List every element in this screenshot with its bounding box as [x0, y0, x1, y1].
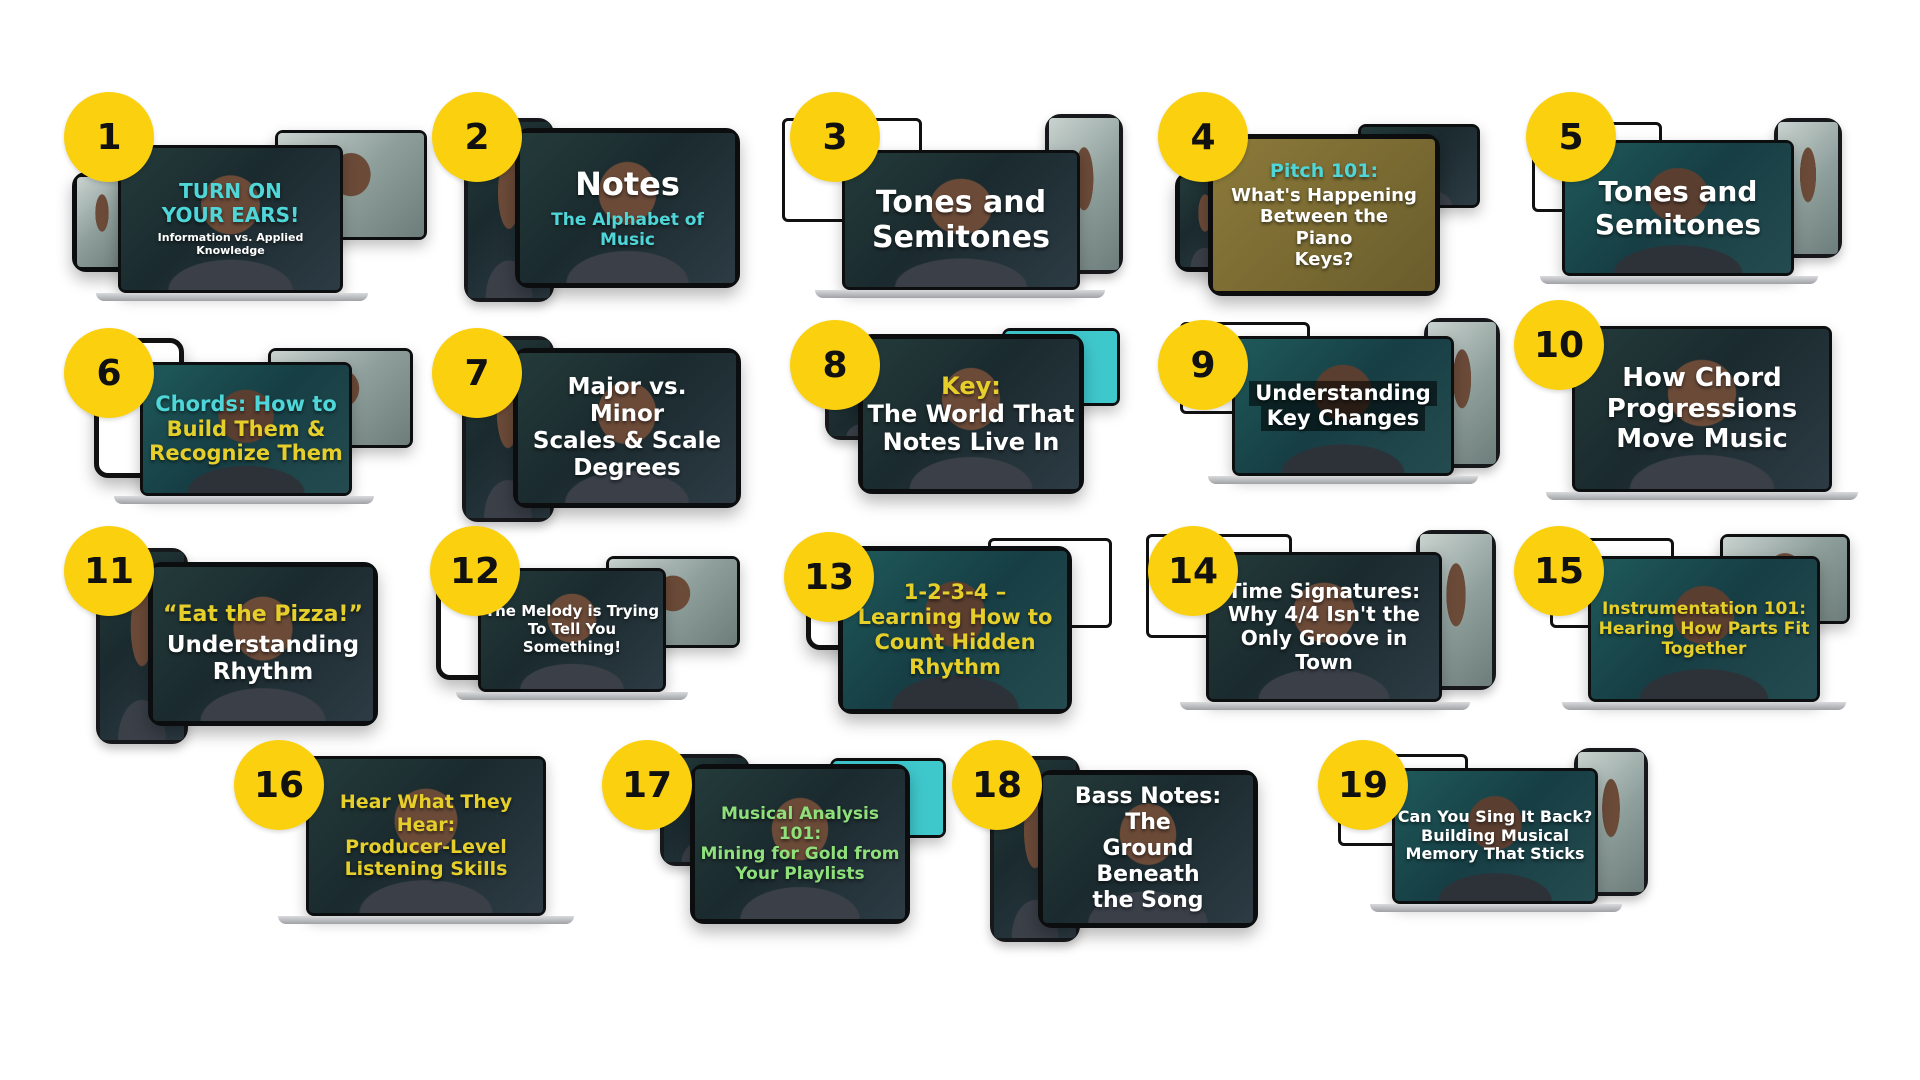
lesson-number-badge: 1: [64, 92, 154, 182]
laptop-screen: Chords: How to Build Them & Recognize Th…: [140, 362, 352, 496]
laptop-screen: Instrumentation 101: Hearing How Parts F…: [1588, 556, 1820, 702]
lesson-number-badge: 8: [790, 320, 880, 410]
lesson-number-badge: 6: [64, 328, 154, 418]
laptop-base: [1208, 476, 1478, 484]
lesson-title: Chords: How to Build Them & Recognize Th…: [149, 391, 343, 466]
lesson-title: Pitch 101: What's Happening Between the …: [1231, 159, 1417, 270]
laptop-base: [815, 290, 1105, 298]
lesson-number-badge: 12: [430, 526, 520, 616]
lesson-number-badge: 18: [952, 740, 1042, 830]
laptop-screen: Time Signatures: Why 4/4 Isn't the Only …: [1206, 552, 1442, 702]
lesson-title: Can You Sing It Back? Building Musical M…: [1397, 806, 1593, 864]
laptop-base: [1180, 702, 1470, 710]
lesson-number-badge: 17: [602, 740, 692, 830]
tablet-screen: Notes The Alphabet of Music: [515, 128, 740, 288]
lesson-number-badge: 9: [1158, 320, 1248, 410]
lesson-title: Understanding Key Changes: [1241, 355, 1444, 457]
lesson-title: Hear What They Hear: Producer-Level List…: [339, 791, 513, 881]
laptop-screen: Tones and Semitones: [1562, 140, 1794, 276]
tablet-screen: “Eat the Pizza!” Understanding Rhythm: [148, 562, 378, 726]
lesson-number-badge: 14: [1148, 526, 1238, 616]
tablet-screen: 1-2-3-4 – Learning How to Count Hidden R…: [838, 546, 1072, 714]
laptop-screen: How Chord Progressions Move Music: [1572, 326, 1832, 492]
laptop-base: [1540, 276, 1818, 284]
lesson-title: Tones and Semitones: [871, 184, 1050, 255]
laptop-base: [1546, 492, 1858, 500]
lesson-title: Notes The Alphabet of Music: [551, 165, 704, 250]
lesson-number-badge: 10: [1514, 300, 1604, 390]
lesson-number-badge: 7: [432, 328, 522, 418]
lesson-number-badge: 2: [432, 92, 522, 182]
laptop-base: [456, 692, 688, 700]
lesson-title: Time Signatures: Why 4/4 Isn't the Only …: [1227, 578, 1421, 674]
laptop-screen: Tones and Semitones: [842, 150, 1080, 290]
lesson-title: The Melody is Trying To Tell You Somethi…: [484, 602, 660, 656]
tablet-screen: Major vs. Minor Scales & Scale Degrees: [513, 348, 741, 508]
lesson-number-badge: 16: [234, 740, 324, 830]
laptop-screen: Understanding Key Changes: [1232, 336, 1454, 476]
laptop-base: [96, 293, 368, 301]
lesson-title: How Chord Progressions Move Music: [1606, 362, 1798, 455]
laptop-screen: Can You Sing It Back? Building Musical M…: [1392, 768, 1598, 904]
tablet-screen: Bass Notes: The Ground Beneath the Song: [1038, 770, 1258, 928]
tablet-screen: Musical Analysis 101: Mining for Gold fr…: [690, 764, 910, 924]
lesson-title: TURN ON YOUR EARS! Information vs. Appli…: [157, 179, 304, 257]
laptop-screen: Hear What They Hear: Producer-Level List…: [306, 756, 546, 916]
lesson-title: Musical Analysis 101: Mining for Gold fr…: [700, 803, 900, 885]
tablet-screen: Key: The World That Notes Live In: [858, 334, 1084, 494]
laptop-base: [1562, 702, 1846, 710]
laptop-base: [1370, 904, 1622, 912]
lesson-title: Bass Notes: The Ground Beneath the Song: [1074, 784, 1222, 913]
lesson-number-badge: 13: [784, 532, 874, 622]
lesson-title: “Eat the Pizza!” Understanding Rhythm: [163, 601, 363, 685]
lesson-number-badge: 4: [1158, 92, 1248, 182]
lesson-title: Key: The World That Notes Live In: [867, 371, 1075, 457]
lesson-number-badge: 15: [1514, 526, 1604, 616]
lesson-number-badge: 3: [790, 92, 880, 182]
tablet-screen: Pitch 101: What's Happening Between the …: [1208, 134, 1440, 296]
laptop-screen: TURN ON YOUR EARS! Information vs. Appli…: [118, 145, 343, 293]
lesson-number-badge: 19: [1318, 740, 1408, 830]
lesson-title: Major vs. Minor Scales & Scale Degrees: [532, 373, 722, 482]
laptop-base: [114, 496, 374, 504]
laptop-base: [278, 916, 574, 924]
lesson-title: Instrumentation 101: Hearing How Parts F…: [1598, 598, 1810, 660]
lesson-title: 1-2-3-4 – Learning How to Count Hidden R…: [857, 580, 1053, 679]
lesson-number-badge: 5: [1526, 92, 1616, 182]
lesson-number-badge: 11: [64, 526, 154, 616]
laptop-screen: The Melody is Trying To Tell You Somethi…: [478, 568, 666, 692]
lesson-title: Tones and Semitones: [1594, 174, 1762, 241]
